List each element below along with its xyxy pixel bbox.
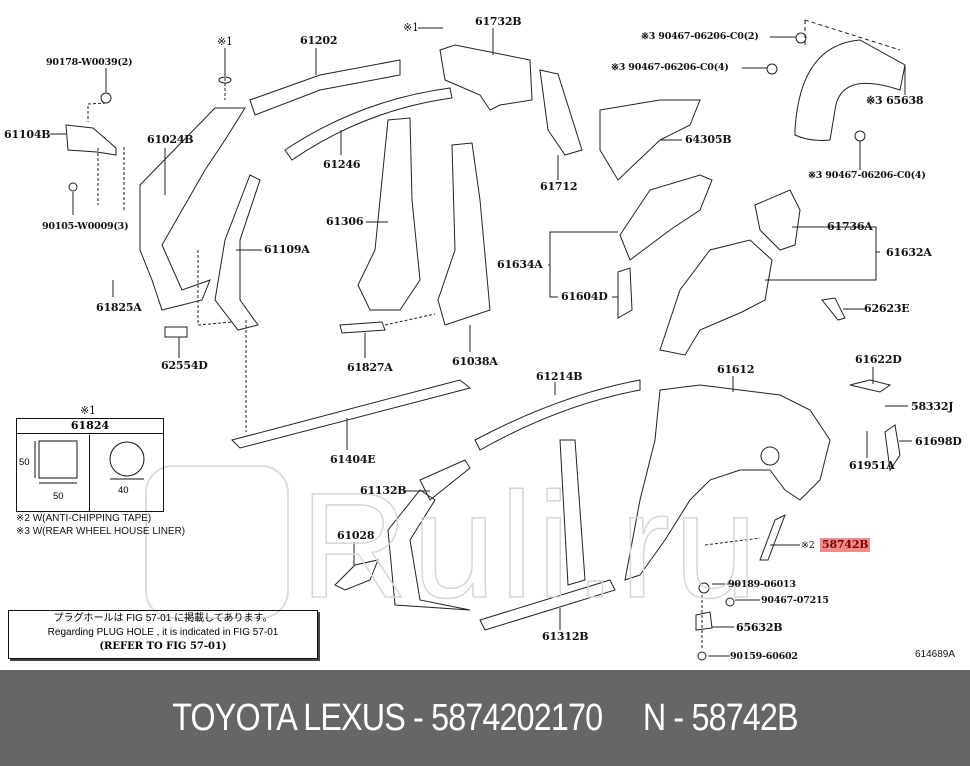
part-label-61825a[interactable]: 61825A bbox=[96, 301, 142, 314]
plug-hole-note-box: プラグホールは FIG 57-01 に掲載してあります。 Regarding P… bbox=[8, 610, 318, 659]
dimension-table-part: 61824 bbox=[17, 419, 163, 434]
part-label-61214b[interactable]: 61214B bbox=[536, 370, 583, 383]
part-label-90467-06206-c0-4a[interactable]: ※3 90467-06206-C0(4) bbox=[611, 62, 729, 73]
part-label-61028[interactable]: 61028 bbox=[337, 529, 375, 542]
dimension-table-mark: ※1 bbox=[80, 404, 96, 417]
square-dim-cell: 50 50 bbox=[17, 435, 90, 511]
circle-diameter: 40 bbox=[118, 485, 129, 496]
square-width: 50 bbox=[53, 491, 64, 502]
part-label-90178-w0039[interactable]: 90178-W0039(2) bbox=[46, 57, 133, 68]
part-label-61306[interactable]: 61306 bbox=[326, 215, 364, 228]
part-label-61024b[interactable]: 61024B bbox=[147, 133, 194, 146]
part-label-61827a[interactable]: 61827A bbox=[347, 361, 393, 374]
circle-shape-icon bbox=[109, 441, 145, 480]
part-label-61622d[interactable]: 61622D bbox=[855, 353, 902, 366]
note-rear-wheel-house-liner: ※3 W(REAR WHEEL HOUSE LINER) bbox=[16, 526, 186, 537]
part-label-61104b[interactable]: 61104B bbox=[4, 128, 51, 141]
part-label-90105-w0009[interactable]: 90105-W0009(3) bbox=[42, 221, 129, 232]
note-mark-1b: ※1 bbox=[403, 21, 419, 34]
part-label-61132b[interactable]: 61132B bbox=[360, 484, 407, 497]
part-number-banner: TOYOTA LEXUS - 5874202170 N - 58742B bbox=[0, 670, 970, 766]
plug-hole-note-jp: プラグホールは FIG 57-01 に掲載してあります。 bbox=[53, 613, 273, 624]
square-height: 50 bbox=[19, 457, 30, 468]
part-label-61712[interactable]: 61712 bbox=[540, 180, 578, 193]
part-label-90189-06013[interactable]: 90189-06013 bbox=[728, 579, 796, 590]
part-label-61604d[interactable]: 61604D bbox=[561, 290, 608, 303]
part-label-90467-06206-c0-2[interactable]: ※3 90467-06206-C0(2) bbox=[641, 31, 759, 42]
note-mark-1: ※1 bbox=[217, 35, 233, 48]
part-label-58332j[interactable]: 58332J bbox=[911, 400, 954, 413]
plug-hole-ref-link[interactable]: (REFER TO FIG 57-01) bbox=[99, 641, 227, 652]
part-label-61202[interactable]: 61202 bbox=[300, 34, 338, 47]
part-label-62623e[interactable]: 62623E bbox=[864, 302, 910, 315]
exploded-view-art bbox=[50, 19, 912, 661]
part-label-90159-60602[interactable]: 90159-60602 bbox=[730, 651, 798, 662]
part-label-61632a[interactable]: 61632A bbox=[886, 246, 932, 259]
watermark-logo bbox=[145, 465, 289, 619]
part-label-61612[interactable]: 61612 bbox=[717, 363, 755, 376]
part-label-90467-07215[interactable]: 90467-07215 bbox=[761, 595, 829, 606]
part-label-61736a[interactable]: 61736A bbox=[827, 220, 873, 233]
part-label-90467-06206-c0-4b[interactable]: ※3 90467-06206-C0(4) bbox=[808, 170, 926, 181]
parts-diagram: Ruli.ru 90178-W0039(2) 61104B 90105-W000… bbox=[4, 15, 962, 662]
part-label-61246[interactable]: 61246 bbox=[323, 158, 361, 171]
part-label-61404e[interactable]: 61404E bbox=[330, 453, 376, 466]
part-label-61109a[interactable]: 61109A bbox=[264, 243, 310, 256]
part-label-65638[interactable]: ※3 65638 bbox=[866, 94, 924, 107]
plug-hole-note-en: Regarding PLUG HOLE , it is indicated in… bbox=[47, 627, 279, 638]
part-label-61951a[interactable]: 61951A bbox=[849, 459, 895, 472]
part-label-61698d[interactable]: 61698D bbox=[915, 435, 962, 448]
part-label-64305b[interactable]: 64305B bbox=[685, 133, 732, 146]
part-label-61038a[interactable]: 61038A bbox=[452, 355, 498, 368]
note-anti-chipping-tape: ※2 W(ANTI-CHIPPING TAPE) bbox=[16, 513, 152, 524]
square-shape-icon bbox=[34, 440, 78, 484]
banner-text: TOYOTA LEXUS - 5874202170 N - 58742B bbox=[172, 696, 798, 739]
dimension-table: 61824 50 50 40 bbox=[16, 418, 164, 512]
part-label-61732b[interactable]: 61732B bbox=[475, 15, 522, 28]
watermark-text: Ruli.ru bbox=[299, 461, 762, 629]
part-label-58742b-highlighted[interactable]: 58742B bbox=[820, 538, 871, 552]
part-label-61634a[interactable]: 61634A bbox=[497, 258, 543, 271]
part-label-61312b[interactable]: 61312B bbox=[542, 630, 589, 643]
figure-id: 614689A bbox=[915, 649, 956, 660]
part-label-65632b[interactable]: 65632B bbox=[736, 621, 783, 634]
circle-dim-cell: 40 bbox=[91, 435, 163, 511]
note-mark-2: ※2 bbox=[801, 540, 815, 551]
part-label-62554d[interactable]: 62554D bbox=[161, 359, 208, 372]
